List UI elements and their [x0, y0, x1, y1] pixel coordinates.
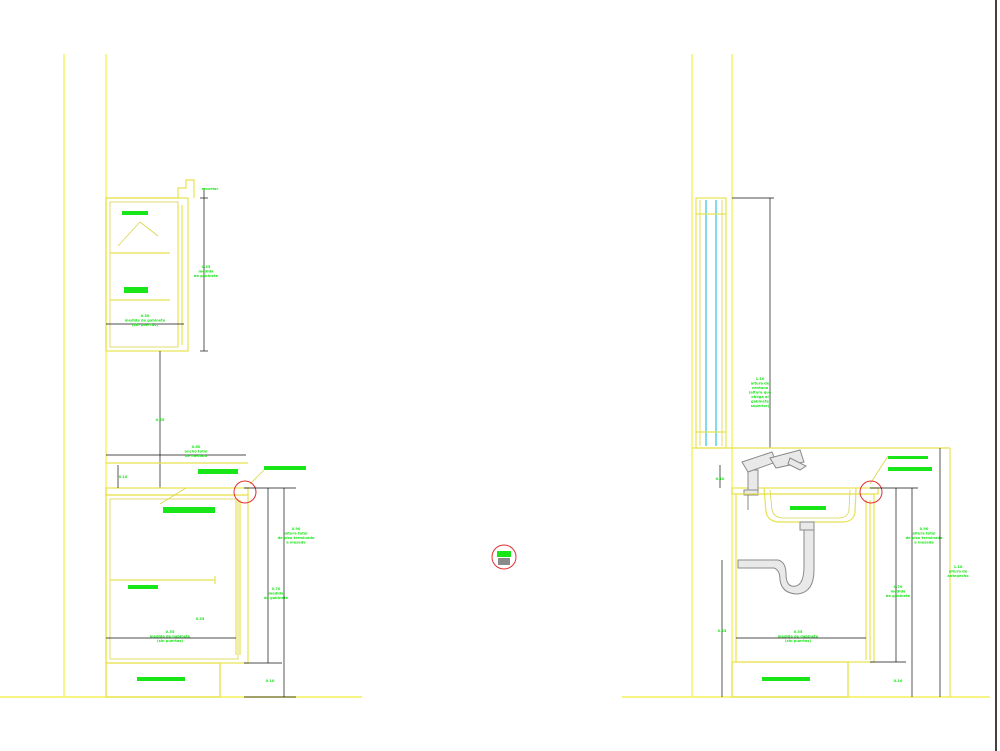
center-marker: [491, 544, 517, 570]
dim-right-plinth: 0.10: [894, 679, 903, 683]
sink-bowl: [763, 487, 857, 531]
callout-marker-right: [859, 480, 883, 504]
dim-gap-height: 0.55: [156, 418, 165, 422]
dim-right-drain: 0.45: [718, 629, 727, 633]
callout-marker: [233, 480, 257, 504]
wall-cabinet: [105, 179, 195, 352]
dim-left-shelf: 0.35: [196, 617, 205, 621]
dim-recortar: recortar: [202, 187, 219, 191]
dim-left-plinth: 0.10: [266, 679, 275, 683]
faucet-icon: [741, 449, 807, 510]
p-trap-icon: [737, 529, 815, 595]
window: [695, 197, 727, 449]
dim-left-backsplash: 0.10: [119, 475, 128, 479]
base-cabinet: [105, 462, 306, 698]
dim-right-backsplash: 0.10: [716, 477, 725, 481]
